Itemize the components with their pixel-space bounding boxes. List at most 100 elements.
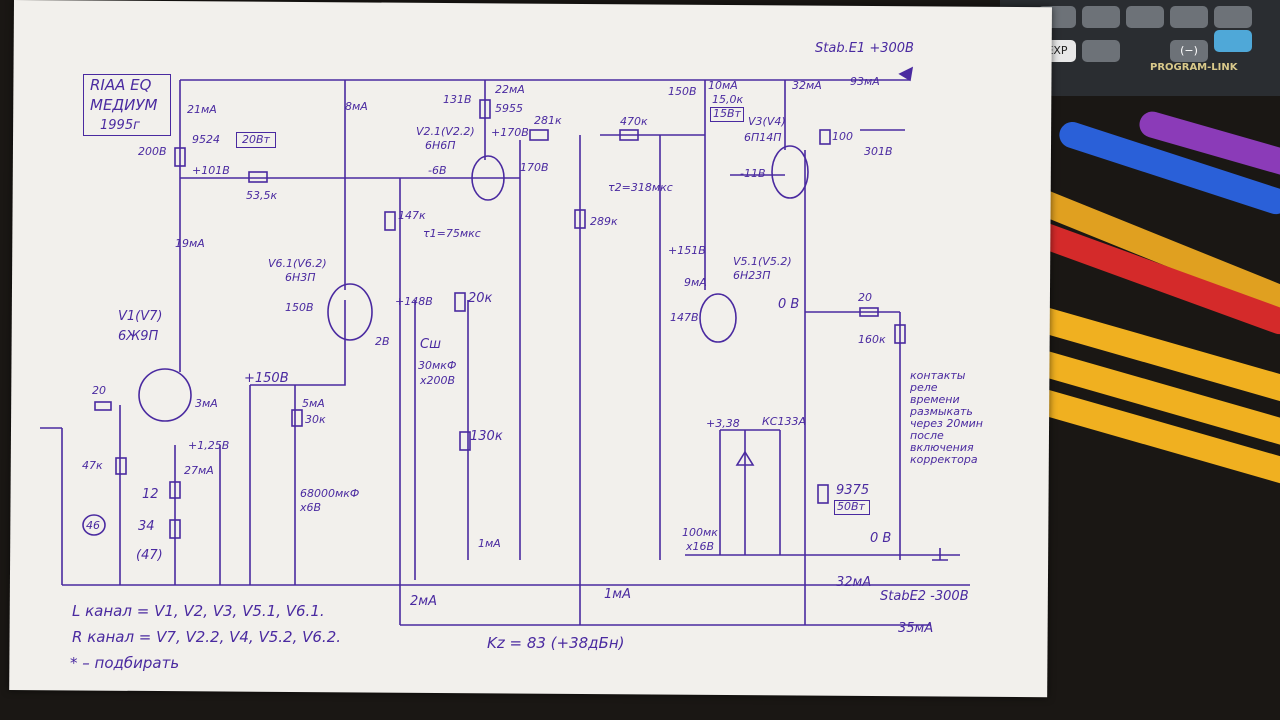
label: 20 xyxy=(858,291,872,304)
supply-bottom: StabE2 -300В xyxy=(880,589,969,604)
label: 5мА xyxy=(302,397,325,410)
label: 34 xyxy=(138,519,155,534)
relay-note-line: после xyxy=(910,429,944,442)
legend-note: * – подбирать xyxy=(70,654,180,672)
label: τ1=75мкс xyxy=(423,227,481,240)
resistor-20-in xyxy=(94,401,112,411)
resistor-47k xyxy=(115,457,127,475)
label: V3(V4) xyxy=(748,115,786,128)
arrow-top xyxy=(898,66,914,82)
relay-note-line: включения xyxy=(910,441,974,454)
label: +148В xyxy=(395,295,433,308)
label: 5955 xyxy=(495,102,523,115)
label: 47к xyxy=(82,459,103,472)
calc-key-blue xyxy=(1214,30,1252,52)
resistor-12 xyxy=(169,481,181,499)
calc-brand: PROGRAM-LINK xyxy=(1150,62,1238,73)
resistor-20-out xyxy=(859,307,879,317)
label: 150В xyxy=(668,85,697,98)
relay-note-line: размыкать xyxy=(910,405,973,418)
label: 50Вт xyxy=(837,500,865,513)
label: 131В xyxy=(443,93,472,106)
pot-34 xyxy=(169,519,181,539)
resistor-9375 xyxy=(817,484,829,504)
label: V6.1(V6.2) xyxy=(268,257,327,270)
label: 6Н6П xyxy=(425,139,456,152)
label: -11В xyxy=(740,167,766,180)
label: +3,38 xyxy=(706,417,740,430)
resistor-9524 xyxy=(174,147,186,167)
label: +170В xyxy=(491,126,529,139)
resistor-30k xyxy=(291,409,303,427)
label: 130к xyxy=(470,429,503,444)
label: +151В xyxy=(668,244,706,257)
resistor-100 xyxy=(819,129,831,145)
tube-v5 xyxy=(699,293,737,343)
label: 200В xyxy=(138,145,167,158)
calc-key xyxy=(1082,6,1120,28)
label: 30мкФ xyxy=(418,359,457,372)
tube-v6 xyxy=(327,283,373,341)
label: 19мА xyxy=(175,237,205,250)
ground-label: 0 В xyxy=(870,531,892,546)
label: +101В xyxy=(192,164,230,177)
resistor-147k xyxy=(384,211,396,231)
calc-key xyxy=(1126,6,1164,28)
label: 9мА xyxy=(684,276,707,289)
label: 470к xyxy=(620,115,648,128)
label: 32мА xyxy=(836,575,872,590)
label: 170В xyxy=(520,161,549,174)
supply-top-current: 93мА xyxy=(850,75,880,88)
label-box xyxy=(710,107,744,122)
label: 9375 xyxy=(836,483,870,498)
label: 2В xyxy=(375,335,390,348)
label: 68000мкФ xyxy=(300,487,360,500)
calc-key xyxy=(1214,6,1252,28)
label: 6Ж9П xyxy=(118,329,159,344)
tube-v1 xyxy=(138,368,192,422)
resistor-281k xyxy=(529,129,549,141)
label: 1мА xyxy=(604,587,631,602)
label: 21мА xyxy=(187,103,217,116)
label: х6В xyxy=(300,501,322,514)
label: +150В xyxy=(244,371,289,386)
label: 20 xyxy=(92,384,106,397)
label: 147к xyxy=(398,209,426,222)
label: 100 xyxy=(832,130,853,143)
supply-top: Stab.E1 +300В xyxy=(815,41,914,56)
relay-note-line: реле xyxy=(910,381,938,394)
pot-20k xyxy=(454,292,466,312)
label: Сш xyxy=(420,337,441,352)
label: τ2=318мкс xyxy=(608,181,673,194)
label: 15,0к xyxy=(712,93,744,106)
legend-right: R канал = V7, V2.2, V4, V5.2, V6.2. xyxy=(72,628,342,646)
label: 30к xyxy=(305,413,326,426)
tube-v2 xyxy=(471,155,505,201)
label: 0 В xyxy=(778,297,800,312)
title-line2: МЕДИУМ xyxy=(90,96,158,114)
label: 147В xyxy=(670,311,699,324)
label: -6В xyxy=(428,164,447,177)
label: 53,5к xyxy=(246,189,278,202)
label: V1(V7) xyxy=(118,309,163,324)
legend-left: L канал = V1, V2, V3, V5.1, V6.1. xyxy=(72,602,325,620)
resistor-289k xyxy=(574,209,586,229)
label: 301В xyxy=(864,145,893,158)
label: 6Н23П xyxy=(733,269,771,282)
label: +1,25В xyxy=(188,439,230,452)
relay-note-line: корректора xyxy=(910,453,978,466)
resistor-160k xyxy=(894,324,906,344)
label: 6Н3П xyxy=(285,271,316,284)
label: х200В xyxy=(420,374,456,387)
title-line1: RIAA EQ xyxy=(90,76,152,94)
calc-key-neg: (−) xyxy=(1170,40,1208,62)
label: 150В xyxy=(285,301,314,314)
resistor-53k xyxy=(248,171,268,183)
resistor-130k xyxy=(459,431,471,451)
relay-note-line: времени xyxy=(910,393,960,406)
tube-v3 xyxy=(771,145,809,199)
label: КС133А xyxy=(762,415,807,428)
label: 9524 xyxy=(192,133,220,146)
